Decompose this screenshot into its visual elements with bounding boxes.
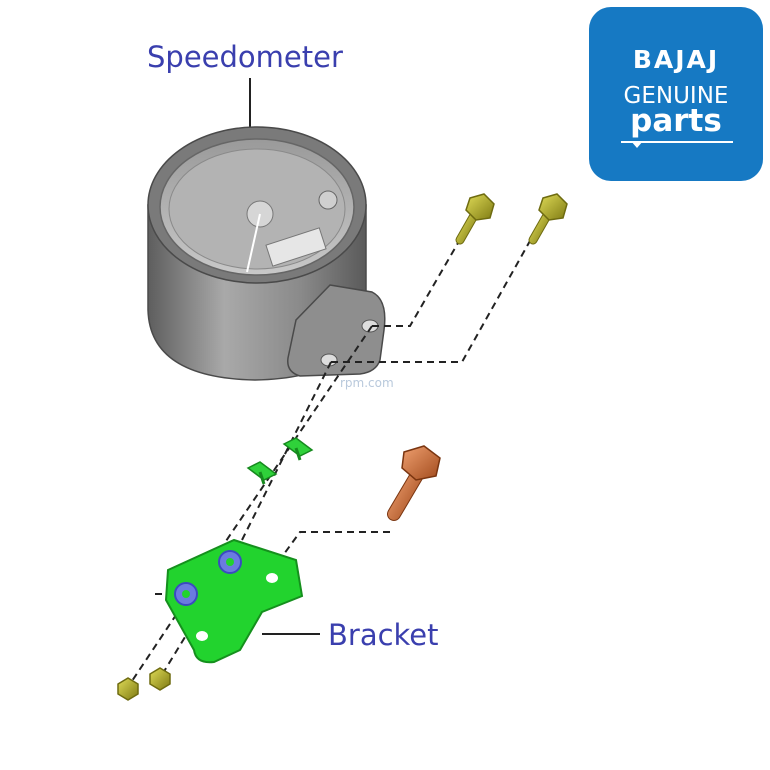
bajaj-genuine-parts-logo: BAJAJ GENUINE parts: [589, 7, 763, 181]
logo-genuine-text: GENUINE: [623, 83, 729, 109]
bolt-top-left: [455, 193, 495, 245]
leader-lines: [249, 78, 320, 635]
speedometer-label: Speedometer: [147, 40, 343, 74]
washer-lower: [246, 461, 278, 485]
bolt-copper: [387, 445, 441, 521]
bolt-top-right: [528, 193, 568, 245]
nut-bottom-left: [117, 677, 139, 701]
logo-brand-text: BAJAJ: [632, 45, 720, 74]
bracket-part: [164, 538, 304, 664]
speedometer-part: [147, 126, 386, 381]
logo-arrow-icon: [631, 141, 643, 148]
logo-parts-text: parts: [630, 103, 722, 139]
washer-upper: [282, 437, 314, 461]
watermark-text: rpm.com: [340, 376, 394, 390]
nut-bottom-right: [149, 667, 171, 691]
bracket-label: Bracket: [328, 618, 439, 652]
logo-underline: [621, 141, 733, 143]
